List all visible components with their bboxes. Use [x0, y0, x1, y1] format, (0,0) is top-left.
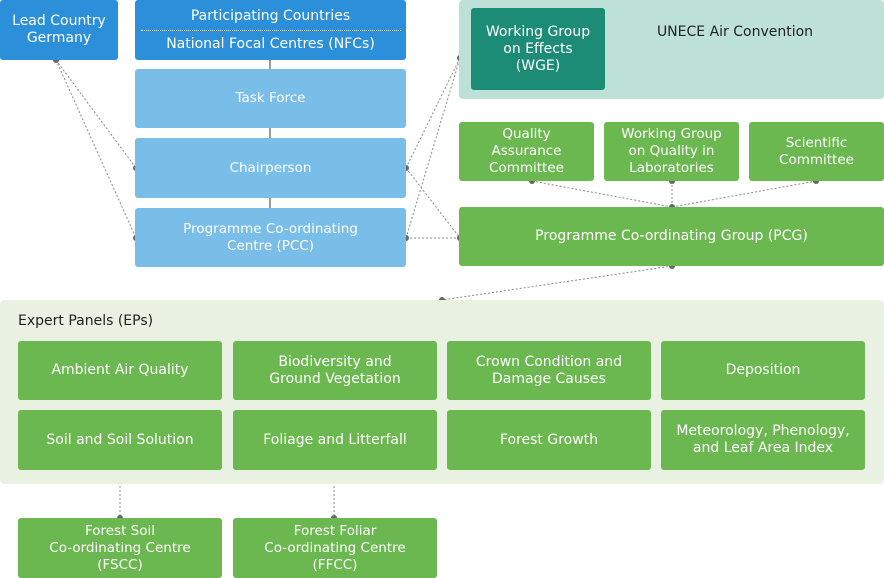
- unece-title: UNECE Air Convention: [656, 23, 814, 40]
- task-force-box: Task Force: [135, 69, 406, 128]
- ep-crown-condition: Crown Condition and Damage Causes: [447, 341, 651, 400]
- connector-chair-pcg: [405, 167, 461, 239]
- pcg-box: Programme Co-ordinating Group (PCG): [459, 207, 884, 266]
- ep-ambient-air-quality: Ambient Air Quality: [18, 341, 222, 400]
- expert-panels-title: Expert Panels (EPs): [18, 313, 154, 329]
- connector-pcc-wge: [405, 57, 461, 239]
- connector-pcg-eps: [441, 265, 673, 301]
- ep-foliage-litterfall: Foliage and Litterfall: [233, 410, 437, 470]
- ep-biodiversity: Biodiversity and Ground Vegetation: [233, 341, 437, 400]
- nfc-label: National Focal Centres (NFCs): [166, 35, 375, 52]
- lead-country-box: Lead Country Germany: [0, 0, 118, 60]
- connector-lead-pcc: [55, 59, 137, 239]
- chairperson-box: Chairperson: [135, 138, 406, 198]
- scientific-committee-box: Scientific Committee: [749, 122, 884, 181]
- quality-assurance-committee-box: Quality Assurance Committee: [459, 122, 594, 181]
- wge-box: Working Group on Effects (WGE): [471, 8, 605, 90]
- participating-countries-box: Participating Countries National Focal C…: [135, 0, 406, 60]
- ep-soil-solution: Soil and Soil Solution: [18, 410, 222, 470]
- connector-qac-pcg: [531, 180, 673, 208]
- connector-chair-wge: [405, 57, 461, 169]
- fscc-box: Forest Soil Co-ordinating Centre (FSCC): [18, 518, 222, 578]
- pcc-box: Programme Co-ordinating Centre (PCC): [135, 208, 406, 267]
- ffcc-box: Forest Foliar Co-ordinating Centre (FFCC…: [233, 518, 437, 578]
- ep-forest-growth: Forest Growth: [447, 410, 651, 470]
- ep-deposition: Deposition: [661, 341, 865, 400]
- connector-lead-chair: [55, 59, 137, 169]
- connector-sc-pcg: [671, 180, 817, 208]
- participating-countries-label: Participating Countries: [140, 8, 401, 31]
- ep-meteorology: Meteorology, Phenology, and Leaf Area In…: [661, 410, 865, 470]
- working-group-quality-laboratories-box: Working Group on Quality in Laboratories: [604, 122, 739, 181]
